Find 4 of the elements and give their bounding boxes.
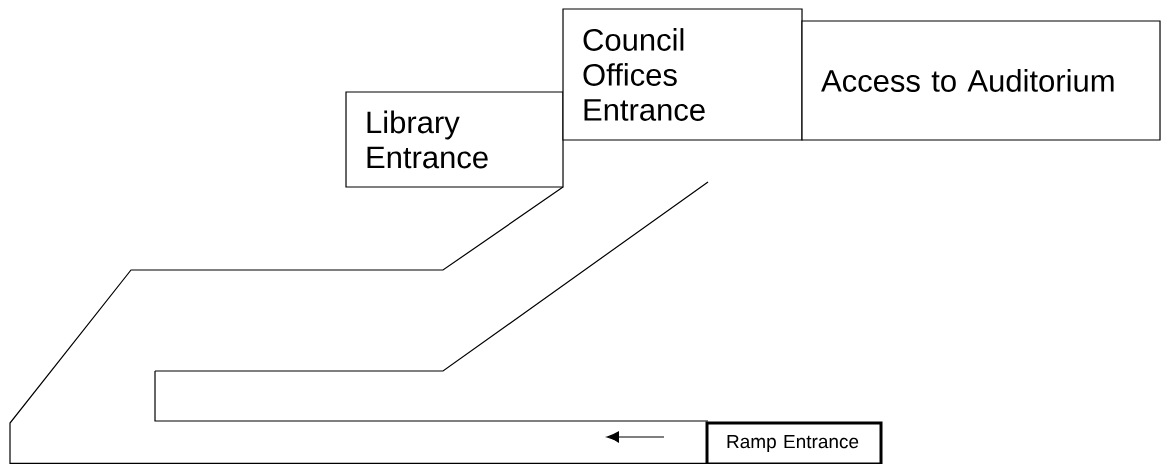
label-box: Ramp Entrance [705, 421, 883, 464]
label-box: Library Entrance [345, 91, 564, 188]
label-box: Access to Auditorium [801, 20, 1161, 141]
label-box: Council Offices Entrance [562, 8, 803, 141]
